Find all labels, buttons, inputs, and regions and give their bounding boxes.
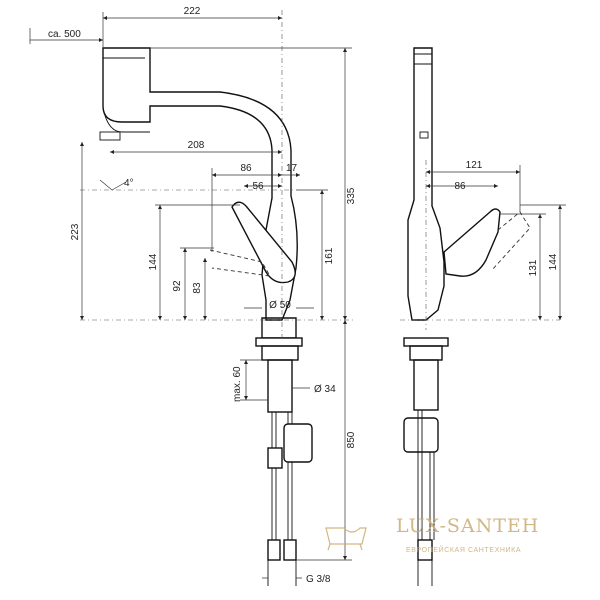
front-spout-outline — [102, 47, 298, 321]
front-base — [261, 317, 297, 339]
side-mount-ring — [409, 345, 443, 361]
dim-total-height: 335 — [346, 187, 357, 204]
side-spray-head-lines — [414, 53, 432, 65]
spray-head-outlet — [99, 131, 121, 141]
side-lever-hidden — [491, 211, 531, 271]
dim-reach: 222 — [184, 6, 201, 17]
dim-spray-angle: 4° — [124, 178, 134, 189]
front-view: 222 ca. 500 208 86 56 17 4° 335 223 144 — [29, 6, 357, 586]
front-connector-left — [267, 539, 281, 561]
watermark: LUX-SANTEH ЕВРОПЕЙСКАЯ САНТЕХНИКА — [325, 515, 539, 554]
dim-pull-out-length: ca. 500 — [48, 29, 81, 40]
dim-hole-diameter: Ø 34 — [314, 384, 336, 395]
dim-spout-height: 223 — [70, 223, 81, 240]
front-hoses — [271, 412, 293, 540]
dim-hose-length: 850 — [346, 431, 357, 448]
front-connector-right — [283, 539, 297, 561]
side-spout-outline — [407, 47, 445, 321]
side-view: 121 86 131 144 — [400, 47, 566, 586]
side-lever — [443, 208, 501, 277]
side-connector-legs — [417, 560, 433, 586]
dim-side-reach: 121 — [466, 160, 483, 171]
dim-side-handle-reach: 86 — [454, 181, 466, 192]
dim-body-height: 161 — [324, 247, 335, 264]
side-shank — [413, 359, 439, 411]
side-counter-plate — [403, 337, 449, 347]
dim-lever-height: 92 — [172, 280, 183, 292]
dim-handle-reach: 86 — [240, 163, 252, 174]
spray-angle-mark — [99, 179, 127, 191]
dim-handle-height: 144 — [148, 253, 159, 270]
dim-handle-offset: 56 — [252, 181, 264, 192]
bathtub-feet-icon — [327, 543, 363, 551]
watermark-brand: LUX-SANTEH — [396, 515, 539, 537]
dim-side-handle-height: 144 — [548, 253, 559, 270]
dim-spout-offset: 17 — [286, 163, 298, 174]
side-hoses — [417, 410, 435, 540]
side-spray-button — [419, 131, 429, 139]
front-pull-out-weight — [283, 423, 313, 463]
bathtub-logo-icon — [325, 527, 367, 545]
watermark-tagline: ЕВРОПЕЙСКАЯ САНТЕХНИКА — [406, 545, 521, 554]
dim-lever-base-height: 83 — [192, 282, 203, 294]
front-connector-legs — [267, 560, 297, 586]
dim-connection-thread: G 3/8 — [306, 574, 331, 585]
dim-side-body-height: 131 — [528, 259, 539, 276]
front-mount-ring — [261, 345, 299, 361]
dim-base-diameter: Ø 50 — [269, 300, 291, 311]
ext-line-counter — [240, 359, 268, 401]
front-lever — [231, 201, 296, 284]
lever-hidden-position — [209, 249, 271, 277]
side-pull-out-weight — [403, 417, 439, 453]
front-shank — [267, 359, 293, 413]
dim-max-counter-thickness: max. 60 — [232, 366, 243, 402]
front-counter-plate — [255, 337, 303, 347]
front-check-valve — [267, 447, 283, 469]
spray-head-bottom — [102, 107, 150, 133]
side-connector — [417, 539, 433, 561]
dim-spout-reach: 208 — [188, 140, 205, 151]
